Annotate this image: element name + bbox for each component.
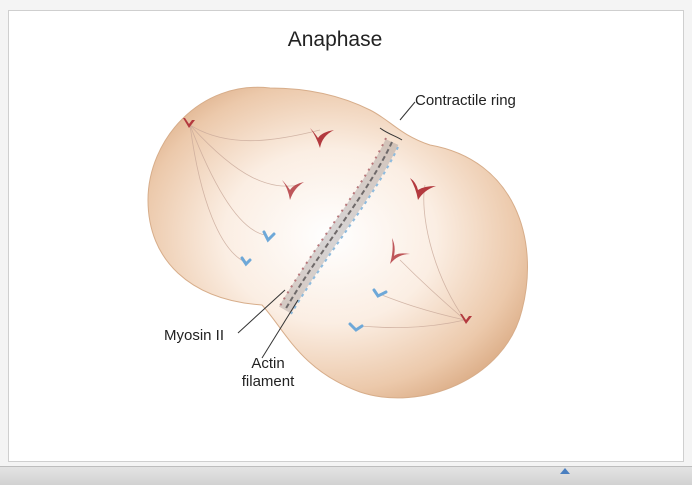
- chromosome: [240, 256, 252, 267]
- playhead-icon[interactable]: [560, 468, 570, 474]
- chromosome: [390, 238, 410, 264]
- contractile-ring-bracket: [379, 127, 403, 141]
- myosin-leader: [237, 289, 286, 334]
- chromosome: [372, 288, 388, 298]
- contractile-ring-label: Contractile ring: [415, 92, 516, 109]
- chromosomes-blue: [240, 230, 388, 332]
- actin-label-line1: Actin: [251, 355, 285, 372]
- chromosome: [410, 178, 436, 200]
- chromosomes-red: [183, 118, 472, 324]
- actin-label-line2: filament: [241, 373, 295, 390]
- chromosome: [282, 180, 304, 200]
- contractile-ring: [278, 137, 399, 315]
- chromosome: [348, 322, 364, 332]
- leader-lines: [237, 101, 416, 359]
- chromosome: [310, 128, 334, 148]
- diagram-title: Anaphase: [287, 28, 383, 51]
- actin-leader: [261, 299, 299, 359]
- chromosome: [183, 118, 195, 128]
- chromosome: [262, 230, 276, 243]
- actin-filament-label: Actin filament: [232, 355, 304, 391]
- window-bottom-bar: [0, 466, 692, 485]
- spindle-fibers: [189, 124, 466, 329]
- myosin-label: Myosin II: [164, 327, 225, 344]
- contractile-ring-leader: [399, 101, 416, 121]
- chromosome: [460, 314, 472, 324]
